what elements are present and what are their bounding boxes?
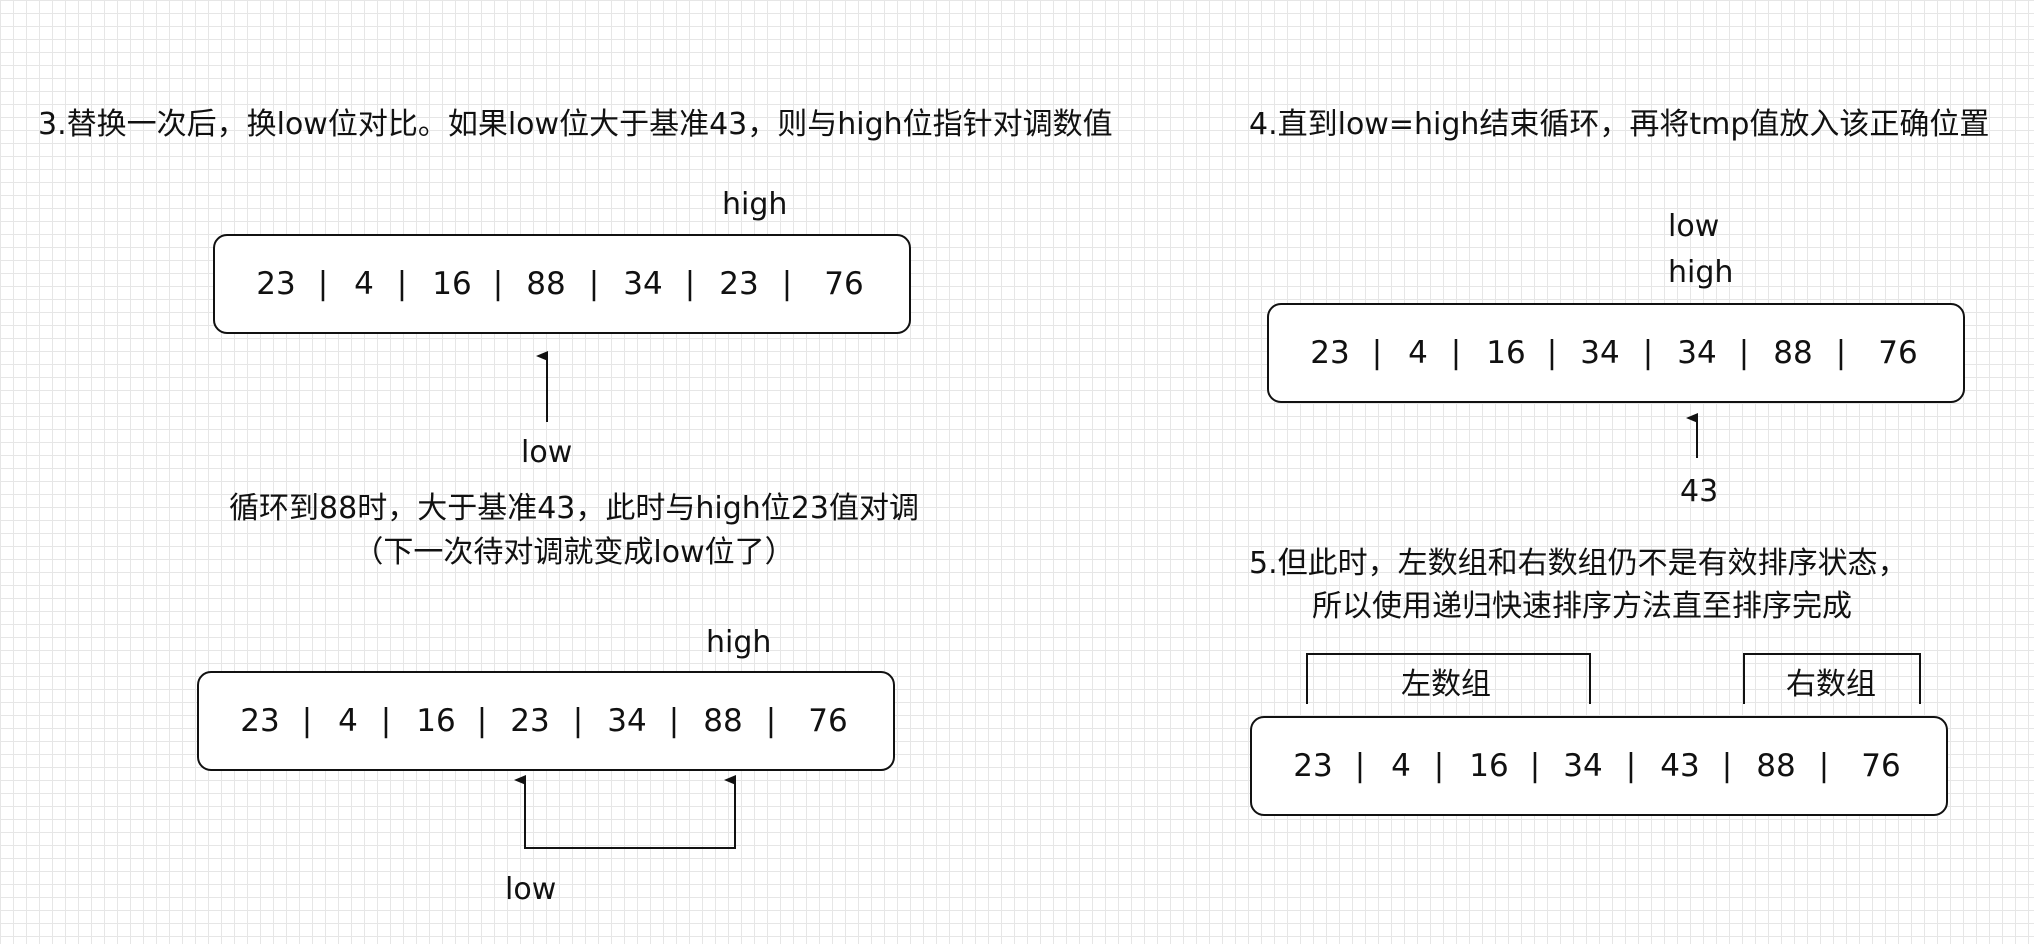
array-cell: 23 xyxy=(1310,335,1350,371)
array-cell: 16 xyxy=(1469,748,1509,784)
array-separator: | xyxy=(380,702,392,739)
array-cell: 4 xyxy=(354,266,374,302)
array-cell: 76 xyxy=(1861,748,1901,784)
array-separator: | xyxy=(1354,747,1366,784)
array-separator: | xyxy=(684,265,696,302)
array-cell: 16 xyxy=(432,266,472,302)
array-cell: 34 xyxy=(1580,335,1620,371)
array-separator: | xyxy=(572,702,584,739)
array-separator: | xyxy=(492,265,504,302)
array2-swap-connector xyxy=(524,782,736,849)
array-cell: 4 xyxy=(1408,335,1428,371)
array-separator: | xyxy=(588,265,600,302)
array-separator: | xyxy=(476,702,488,739)
step4-array-cells: 23 4 16 34 34 88 76 | | | | | | xyxy=(1269,305,1963,401)
step5-heading-line1: 5.但此时，左数组和右数组仍不是有效排序状态， xyxy=(1249,546,1908,581)
array2-low-label: low xyxy=(505,872,557,907)
array-cell: 4 xyxy=(338,703,358,739)
step3-note-line2: （下一次待对调就变成low位了） xyxy=(353,535,795,570)
array-cell: 34 xyxy=(1563,748,1603,784)
array-cell: 34 xyxy=(623,266,663,302)
array-separator: | xyxy=(1721,747,1733,784)
array-separator: | xyxy=(1433,747,1445,784)
step4-high-label: high xyxy=(1668,255,1734,290)
array-separator: | xyxy=(1546,334,1558,371)
array-separator: | xyxy=(765,702,777,739)
step4-array-box: 23 4 16 34 34 88 76 | | | | | | xyxy=(1267,303,1965,403)
array-separator: | xyxy=(1450,334,1462,371)
array-separator: | xyxy=(1738,334,1750,371)
array-cell: 76 xyxy=(808,703,848,739)
step4-pivot-label: 43 xyxy=(1680,474,1719,509)
array2-cells: 23 4 16 23 34 88 76 | | | | | | xyxy=(199,673,893,769)
array-cell: 34 xyxy=(607,703,647,739)
array-cell: 88 xyxy=(526,266,566,302)
array-cell: 23 xyxy=(256,266,296,302)
array-cell: 76 xyxy=(1878,335,1918,371)
step5-heading-line2: 所以使用递归快速排序方法直至排序完成 xyxy=(1312,589,1852,624)
array-cell: 88 xyxy=(1756,748,1796,784)
step3-note-line1: 循环到88时，大于基准43，此时与high位23值对调 xyxy=(229,491,919,526)
array-separator: | xyxy=(1529,747,1541,784)
array-cell: 88 xyxy=(1773,335,1813,371)
array-cell: 23 xyxy=(1293,748,1333,784)
array-cell: 4 xyxy=(1391,748,1411,784)
step3-heading: 3.替换一次后，换low位对比。如果low位大于基准43，则与high位指针对调… xyxy=(38,107,1113,142)
left-group-bracket xyxy=(1306,653,1591,704)
left-group-label: 左数组 xyxy=(1401,667,1491,702)
array-separator: | xyxy=(781,265,793,302)
array-cell: 23 xyxy=(510,703,550,739)
array-cell: 16 xyxy=(416,703,456,739)
array-cell: 23 xyxy=(240,703,280,739)
array2-box: 23 4 16 23 34 88 76 | | | | | | xyxy=(197,671,895,771)
array-cell: 23 xyxy=(719,266,759,302)
array-separator: | xyxy=(396,265,408,302)
step5-array-cells: 23 4 16 34 43 88 76 | | | | | | xyxy=(1252,718,1946,814)
array-separator: | xyxy=(1835,334,1847,371)
array-separator: | xyxy=(668,702,680,739)
step4-heading: 4.直到low=high结束循环，再将tmp值放入该正确位置 xyxy=(1249,107,1990,142)
right-group-label: 右数组 xyxy=(1786,667,1876,702)
array-cell: 43 xyxy=(1660,748,1700,784)
array1-cells: 23 4 16 88 34 23 76 | | | | | | xyxy=(215,236,909,332)
array-cell: 76 xyxy=(824,266,864,302)
array1-high-label: high xyxy=(722,187,788,222)
step4-low-label: low xyxy=(1668,209,1720,244)
array-separator: | xyxy=(301,702,313,739)
array-cell: 16 xyxy=(1486,335,1526,371)
array2-high-label: high xyxy=(706,625,772,660)
array1-low-label: low xyxy=(521,435,573,470)
array-cell: 34 xyxy=(1677,335,1717,371)
step5-array-box: 23 4 16 34 43 88 76 | | | | | | xyxy=(1250,716,1948,816)
array-separator: | xyxy=(317,265,329,302)
right-group-bracket xyxy=(1743,653,1921,704)
array-separator: | xyxy=(1625,747,1637,784)
array-separator: | xyxy=(1642,334,1654,371)
array-cell: 88 xyxy=(703,703,743,739)
array-separator: | xyxy=(1371,334,1383,371)
array1-box: 23 4 16 88 34 23 76 | | | | | | xyxy=(213,234,911,334)
array-separator: | xyxy=(1818,747,1830,784)
